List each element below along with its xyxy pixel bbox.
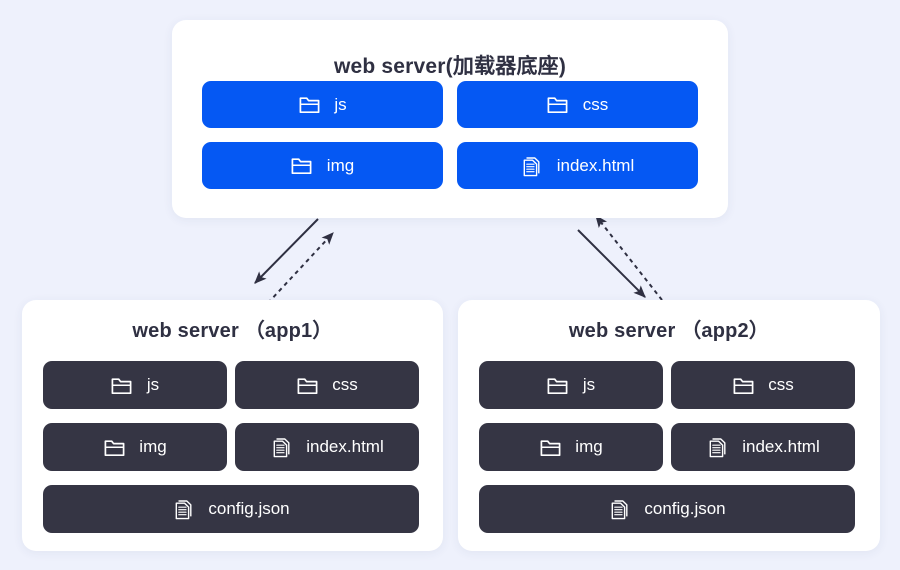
resource-pill-js[interactable]: js xyxy=(202,81,443,128)
resource-label: css xyxy=(768,375,794,394)
resource-pill-config-json[interactable]: config.json xyxy=(43,485,419,533)
resource-label: js xyxy=(334,94,347,114)
resource-label: js xyxy=(146,375,160,394)
document-icon xyxy=(521,155,543,177)
resource-pill-img[interactable]: img xyxy=(202,142,443,189)
card-web-server-app2: web server （app2） js css xyxy=(458,300,880,551)
folder-icon xyxy=(732,374,754,396)
resource-pill-css[interactable]: css xyxy=(235,361,419,409)
document-icon xyxy=(608,498,630,520)
resource-label: img xyxy=(575,437,603,456)
resource-label: img xyxy=(326,155,355,175)
connector-app2-to-top xyxy=(595,215,663,301)
card-title-app1: web server （app1） xyxy=(132,320,333,342)
resource-pill-index-html[interactable]: index.html xyxy=(671,423,855,471)
document-icon xyxy=(172,498,194,520)
document-icon xyxy=(706,436,728,458)
folder-icon xyxy=(111,374,133,396)
folder-icon xyxy=(539,436,561,458)
resource-pill-img[interactable]: img xyxy=(43,423,227,471)
connector-top-to-app1 xyxy=(254,218,319,284)
folder-icon xyxy=(291,155,313,177)
resource-label: index.html xyxy=(556,155,635,175)
document-icon xyxy=(270,436,292,458)
card-web-server-base: web server(加载器底座) js css xyxy=(172,20,728,218)
resource-pill-js[interactable]: js xyxy=(479,361,663,409)
folder-icon xyxy=(298,94,320,116)
card-title-top: web server(加载器底座) xyxy=(333,55,567,78)
resource-pill-js[interactable]: js xyxy=(43,361,227,409)
resource-pill-css[interactable]: css xyxy=(671,361,855,409)
resource-pill-css[interactable]: css xyxy=(457,81,698,128)
folder-icon xyxy=(296,374,318,396)
resource-label: css xyxy=(582,94,609,114)
resource-label: css xyxy=(332,375,358,394)
folder-icon xyxy=(547,94,569,116)
card-title-app2: web server （app2） xyxy=(568,320,770,342)
connector-top-to-app2 xyxy=(577,229,646,298)
resource-label: config.json xyxy=(644,499,726,518)
folder-icon xyxy=(547,374,569,396)
resource-pill-config-json[interactable]: config.json xyxy=(479,485,855,533)
resource-label: img xyxy=(139,437,167,456)
resource-pill-index-html[interactable]: index.html xyxy=(235,423,419,471)
resource-pill-index-html[interactable]: index.html xyxy=(457,142,698,189)
card-web-server-app1: web server （app1） js css xyxy=(22,300,443,551)
resource-pill-img[interactable]: img xyxy=(479,423,663,471)
folder-icon xyxy=(103,436,125,458)
resource-label: index.html xyxy=(742,437,820,456)
resource-label: js xyxy=(582,375,596,394)
resource-label: config.json xyxy=(208,499,290,518)
connector-app1-to-top xyxy=(267,232,334,304)
resource-label: index.html xyxy=(306,437,384,456)
